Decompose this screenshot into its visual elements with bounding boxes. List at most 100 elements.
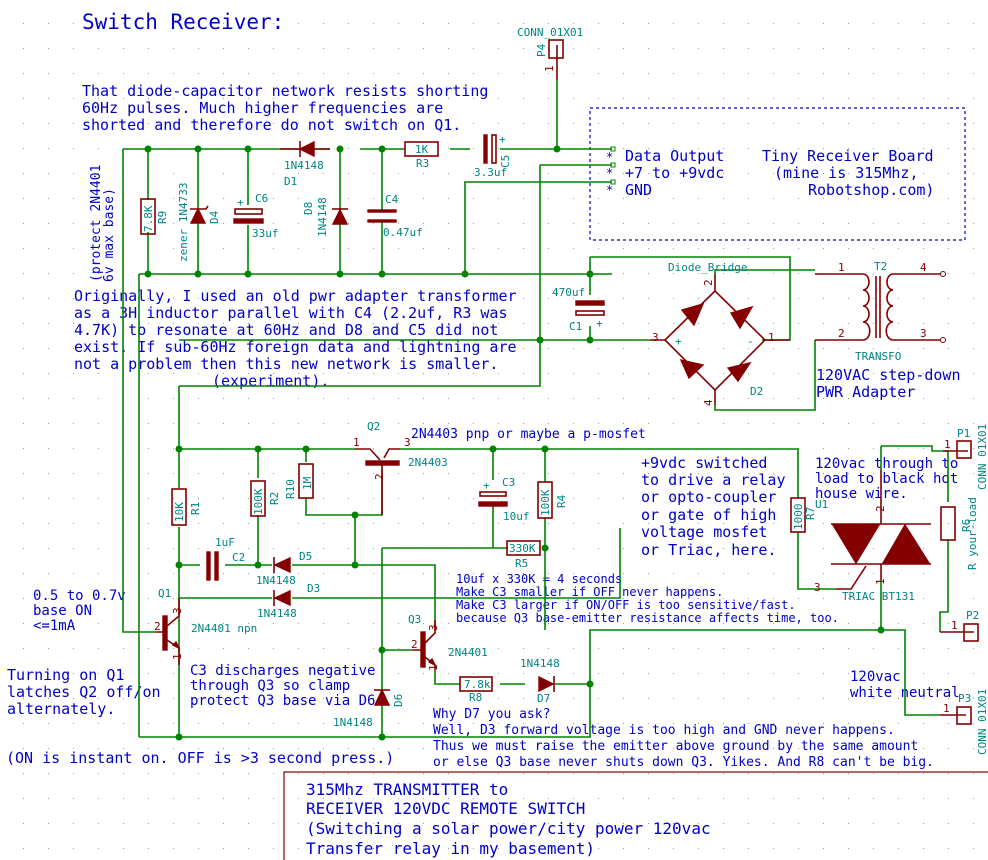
note-line: as a 3H inductor parallel with C4 (2.2uf… <box>74 304 507 322</box>
diode-bridge-d2[interactable]: Diode_Bridge D2 1 2 3 4 + - <box>650 261 790 406</box>
bridge-diode <box>679 359 705 380</box>
component-value: 10uf <box>503 510 530 523</box>
resistor-body <box>140 198 156 235</box>
capacitor-c2[interactable]: 1uF C2 <box>206 536 245 581</box>
terminal[interactable] <box>940 271 946 277</box>
diode-triangle <box>373 688 391 706</box>
diode-d8[interactable]: D8 1N4148 <box>302 197 349 237</box>
transistor-q2[interactable]: Q2 2N4403 1 2 3 <box>353 420 448 515</box>
pin-number: 1 <box>768 331 775 344</box>
pin-number: 4 <box>920 261 927 274</box>
resistor-r2[interactable]: 100K R2 <box>250 480 281 517</box>
diode-d3[interactable]: D3 1N4148 <box>257 582 320 620</box>
note-network: That diode-capacitor network resists sho… <box>82 82 488 134</box>
wire <box>122 149 155 633</box>
terminal[interactable] <box>940 337 946 343</box>
note-load: 120vac through to load to black hot hous… <box>815 456 958 502</box>
note-line: latches Q2 off/on <box>7 683 161 701</box>
resistor-r3[interactable]: 1K R3 <box>404 141 439 170</box>
connector-p1[interactable]: P1 CONN_01X01 1 <box>943 424 988 490</box>
wire <box>714 269 815 274</box>
diode-triangle <box>538 675 555 693</box>
connector-p4[interactable]: CONN_01X01 P4 1 <box>517 26 583 80</box>
component-ref: R10 <box>284 479 297 499</box>
note-line: 0.5 to 0.7v <box>33 588 126 604</box>
emitter-arrow <box>427 657 437 667</box>
component-value: 1000 <box>792 504 805 531</box>
component-ref: D8 <box>302 202 315 215</box>
transformer-t2[interactable]: T2 TRANSFO 1 2 3 4 <box>815 260 946 363</box>
pin-number: 3 <box>814 581 821 594</box>
diode-d6[interactable]: D6 1N4148 <box>333 688 405 729</box>
triac-u1[interactable]: U1 TRIAC BT131 1 2 3 <box>814 470 931 603</box>
junctions <box>144 145 885 741</box>
diode-d7[interactable]: 1N4148 D7 <box>520 657 560 705</box>
bridge-leads <box>650 274 790 405</box>
resistor-r9[interactable]: 7.8K R9 <box>140 198 169 235</box>
junction <box>194 145 202 153</box>
note-why-d7: Why D7 you ask? Well, D3 forward voltage… <box>433 707 934 770</box>
receiver-board-title: Tiny Receiver Board <box>762 147 934 165</box>
receiver-pin-labels: Data Output +7 to +9vdc GND Tiny Receive… <box>625 147 934 199</box>
pin-number: 1 <box>171 653 184 660</box>
component-value: 1K <box>415 143 429 156</box>
component-ref: T2 <box>874 260 887 273</box>
note-q2: 2N4403 pnp or maybe a p-mosfet <box>411 427 646 442</box>
pin-gnd[interactable] <box>610 179 616 185</box>
resistor-r6-load[interactable]: R6 R your-load <box>940 497 979 570</box>
component-ref: R6 <box>960 519 973 532</box>
junction <box>244 145 252 153</box>
diode-d5[interactable]: D5 1N4148 <box>256 550 312 587</box>
resistor-r10[interactable]: R10 1M <box>284 463 314 499</box>
note-line: C3 discharges negative <box>190 663 375 679</box>
component-ref: C2 <box>232 551 245 564</box>
connector-p3[interactable]: P3 CONN_01X01 1 <box>940 689 988 755</box>
component-ref: R1 <box>189 502 202 515</box>
resistor-r7[interactable]: 1000 R7 <box>790 497 817 533</box>
transformer-core <box>875 276 881 338</box>
capacitor-c6[interactable]: + C6 33uf <box>233 192 279 240</box>
capacitor-plate-plus <box>491 134 497 164</box>
pin-number: 1 <box>543 65 556 72</box>
wire <box>464 181 612 274</box>
connector-p2[interactable]: P2 1 <box>940 609 979 642</box>
note-line: Why D7 you ask? <box>433 707 550 722</box>
wire <box>714 340 816 411</box>
resistor-r8[interactable]: 7.8k R8 <box>459 676 493 704</box>
component-ref: D7 <box>537 692 550 705</box>
note-line: voltage mosfet <box>641 523 767 541</box>
resistor-body <box>171 488 187 526</box>
junction <box>586 680 594 688</box>
component-value: 2N4401 npn <box>191 622 257 635</box>
transistor-q1[interactable]: Q1 2N4401 npn 1 2 3 <box>154 587 257 665</box>
resistor-r4[interactable]: 100K R4 <box>537 481 568 519</box>
pin-data[interactable] <box>610 146 616 152</box>
resistor-r5[interactable]: 330K R5 <box>506 540 541 570</box>
component-value: 1N4148 <box>256 574 296 587</box>
capacitor-c5[interactable]: + C5 3.3uf <box>474 133 512 179</box>
wire <box>139 684 591 738</box>
junction <box>175 445 183 453</box>
diode-d1[interactable]: 1N4148 D1 <box>280 140 330 188</box>
capacitor-plate <box>206 551 211 581</box>
capacitor-c1[interactable]: + 470uf C1 <box>552 286 605 333</box>
resistor-r1[interactable]: 10K R1 <box>171 488 202 526</box>
resistor-body <box>537 481 553 519</box>
pin-marker: * <box>606 166 613 180</box>
capacitor-c3[interactable]: + C3 10uf <box>478 476 530 523</box>
pin-supply[interactable] <box>610 162 616 168</box>
component-ref: Q1 <box>158 587 171 600</box>
sheet-title: Switch Receiver: <box>82 10 284 34</box>
connector-body <box>956 440 972 459</box>
note-line: Turning on Q1 <box>7 666 124 684</box>
junction <box>336 145 344 153</box>
note-line: <=1mA <box>33 618 76 634</box>
zener-d4[interactable]: zener 1N4733 D4 <box>177 183 221 262</box>
capacitor-c4[interactable]: C4 0.47uf <box>367 193 423 239</box>
junction <box>461 270 469 278</box>
transistor-q3[interactable]: Q3 2N4401 1 2 3 <box>408 613 488 671</box>
pin-number: 3 <box>404 436 411 449</box>
component-value: 1N4148 <box>520 657 560 670</box>
capacitor-plate <box>575 300 605 306</box>
diode-triangle <box>273 589 291 607</box>
